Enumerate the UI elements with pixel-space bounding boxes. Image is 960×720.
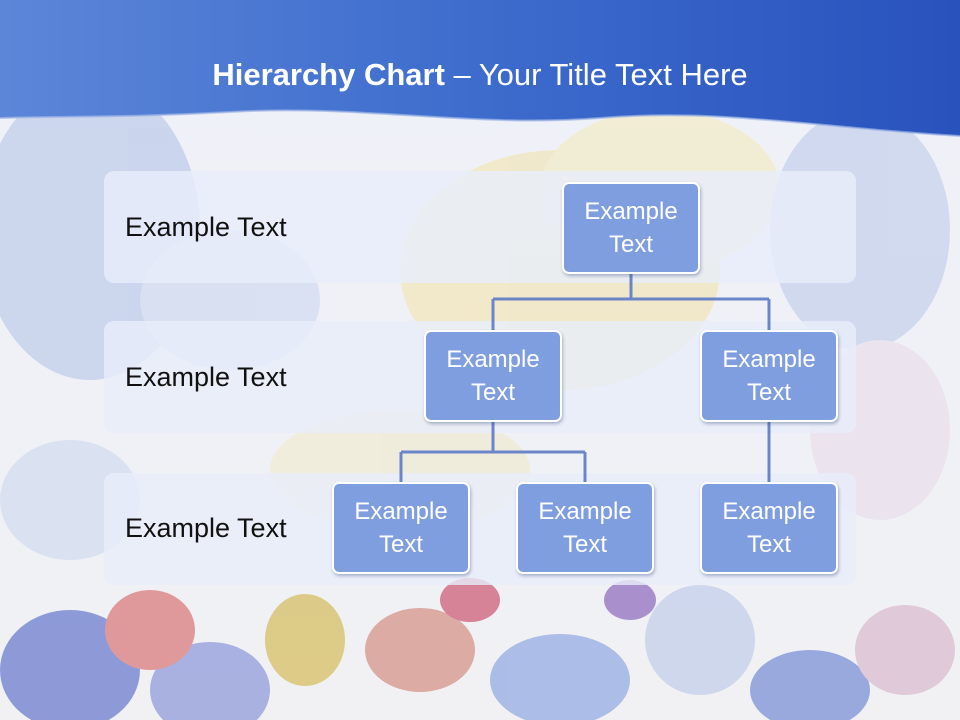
node-level2-right[interactable]: Example Text: [700, 330, 838, 422]
title-bold: Hierarchy Chart: [212, 57, 445, 92]
level-label-3: Example Text: [125, 513, 287, 543]
slide-title: Hierarchy Chart – Your Title Text Here: [0, 52, 960, 98]
level-label-2: Example Text: [125, 362, 287, 392]
node-root-text: Example Text: [584, 198, 678, 258]
node-level2-left-text: Example Text: [446, 346, 540, 406]
node-root[interactable]: Example Text: [562, 182, 700, 274]
node-level3-3[interactable]: Example Text: [700, 482, 838, 574]
node-level3-2[interactable]: Example Text: [516, 482, 654, 574]
node-level3-1[interactable]: Example Text: [332, 482, 470, 574]
node-level3-1-text: Example Text: [354, 498, 448, 558]
level-band-1: [104, 171, 856, 283]
node-level3-2-text: Example Text: [538, 498, 632, 558]
node-level3-3-text: Example Text: [722, 498, 816, 558]
node-level2-right-text: Example Text: [722, 346, 816, 406]
title-rest: – Your Title Text Here: [444, 57, 748, 92]
node-level2-left[interactable]: Example Text: [424, 330, 562, 422]
level-label-1: Example Text: [125, 212, 287, 242]
